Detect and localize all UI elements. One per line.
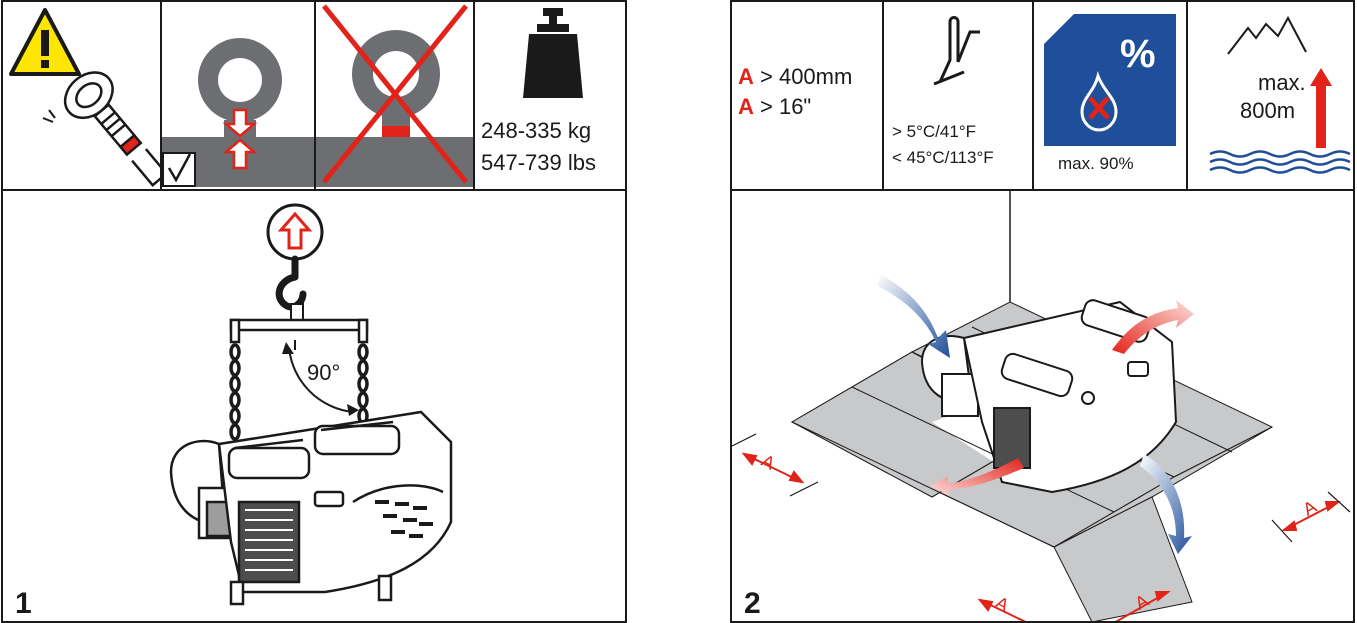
- cell-weight: 248-335 kg 547-739 lbs: [475, 2, 627, 189]
- weight-lbs: 547-739 lbs: [481, 150, 596, 175]
- sea-level-waves: [1209, 150, 1351, 174]
- installation-illustration: [732, 189, 1351, 621]
- header-divider: [3, 189, 625, 191]
- header-divider-2: [732, 189, 1353, 191]
- temperature-min: > 5°C/41°F: [892, 122, 976, 141]
- altitude-value: 800m: [1240, 98, 1296, 123]
- clearance-in: > 16": [753, 94, 812, 119]
- temperature-max: < 45°C/113°F: [892, 148, 994, 167]
- pump-body: [169, 410, 453, 606]
- altitude-max-label: max.: [1258, 70, 1306, 95]
- air-exhaust-arrow-bottom: [930, 458, 1024, 496]
- clearance-letter-2: A: [738, 94, 754, 119]
- warning-eyebolt-icon: [9, 8, 169, 187]
- humidity-percent-symbol: %: [1120, 32, 1156, 76]
- cell-temperature: > 5°C/41°F < 45°C/113°F: [884, 2, 1034, 189]
- clearance-letter: A: [738, 64, 754, 89]
- air-intake-arrow-top: [878, 274, 950, 358]
- angle-label: 90°: [307, 360, 341, 385]
- cell-clearance: A > 400mm A > 16": [732, 2, 884, 189]
- crane-hook-icon: [275, 255, 307, 311]
- cell-eyebolt-correct: [162, 2, 316, 189]
- clearance-mm-row: A > 400mm: [738, 64, 852, 90]
- air-intake-arrow-bottom: [1140, 454, 1192, 554]
- humidity-max: max. 90%: [1058, 154, 1134, 173]
- clearance-mm: > 400mm: [753, 64, 853, 89]
- step-number-2: 2: [744, 587, 761, 620]
- clearance-in-row: A > 16": [738, 94, 811, 120]
- thermometer-icon: [933, 16, 980, 86]
- cell-warning-eyebolt: [3, 2, 169, 189]
- air-exhaust-arrow-top: [1112, 300, 1194, 354]
- eyebolt-wrong-icon: [316, 4, 473, 187]
- panel-installation: A > 400mm A > 16" > 5°C/41°F < 45°C/113°…: [730, 0, 1355, 623]
- altitude-icon: [1209, 15, 1351, 174]
- step-number-1: 1: [15, 587, 32, 620]
- cell-eyebolt-wrong: [316, 2, 475, 189]
- weight-icon: [523, 8, 583, 98]
- cell-altitude: max. 800m: [1188, 2, 1353, 189]
- lifting-illustration: [169, 203, 453, 606]
- cell-humidity: % max. 90%: [1034, 2, 1188, 189]
- weight-kg: 248-335 kg: [481, 118, 592, 143]
- clearance-dimension-arrows: [741, 452, 1341, 621]
- spreader-bar: [229, 318, 369, 332]
- panel-lifting: 248-335 kg 547-739 lbs: [1, 0, 627, 623]
- humidity-icon: [1044, 14, 1176, 146]
- eyebolt-correct-icon: [162, 38, 314, 187]
